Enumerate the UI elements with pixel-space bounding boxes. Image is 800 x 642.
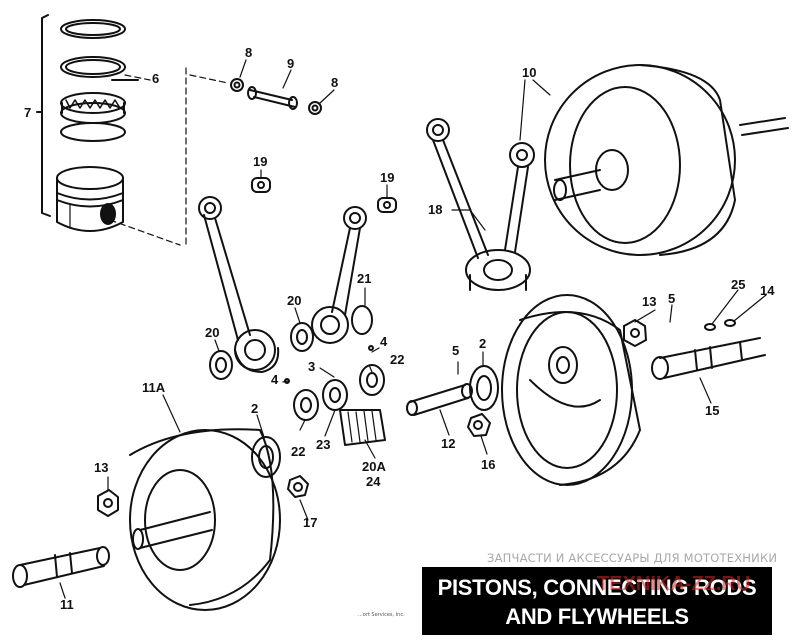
callout-2b: 2	[479, 336, 487, 351]
callout-15: 15	[705, 403, 720, 418]
piston	[56, 166, 124, 232]
crank-pin-12	[406, 383, 473, 416]
washer-2-left	[251, 436, 281, 478]
callout-20b: 20	[287, 293, 302, 308]
callout-6: 6	[152, 71, 160, 86]
connecting-rod-assembly-18	[426, 118, 535, 291]
callout-22a: 22	[291, 444, 306, 459]
piston-rings	[60, 19, 126, 142]
callout-10: 10	[522, 65, 537, 80]
washer-20-mid	[290, 322, 314, 352]
connecting-rod-left	[198, 196, 280, 373]
callout-20a: 20	[205, 325, 220, 340]
title-line-1: PISTONS, CONNECTING RODS	[437, 575, 757, 600]
bushing-19-right	[377, 197, 397, 213]
key-14	[724, 319, 736, 327]
callout-20A: 20A	[362, 459, 386, 474]
callout-11: 11	[60, 597, 74, 612]
store-watermark: ЗАПЧАСТИ И АКСЕССУАРЫ ДЛЯ МОТОТЕХНИКИ	[487, 551, 778, 565]
nut-16	[467, 413, 491, 437]
wrist-pin	[189, 74, 322, 115]
nut-13-left	[97, 489, 119, 517]
callout-13a: 13	[94, 460, 109, 475]
key-25	[704, 323, 716, 331]
callout-16: 16	[481, 457, 496, 472]
connecting-rod-right	[311, 206, 373, 344]
callout-8a: 8	[245, 45, 253, 60]
site-watermark-overlay: TEXNIKA-ZZ.RU	[597, 573, 751, 595]
right-shaft-15	[651, 337, 766, 380]
nut-17	[287, 475, 309, 498]
copyright-note: ...ort Services, Inc.	[358, 612, 405, 618]
callout-22b: 22	[390, 352, 405, 367]
callout-2a: 2	[251, 401, 259, 416]
bushing-19-left	[251, 177, 271, 193]
callout-12: 12	[441, 436, 456, 451]
callout-14: 14	[760, 283, 775, 298]
callout-5b: 5	[668, 291, 676, 306]
flywheel-center	[501, 294, 641, 486]
callout-13b: 13	[642, 294, 657, 309]
title-line-2: AND FLYWHEELS	[505, 604, 689, 629]
callout-19a: 19	[253, 154, 268, 169]
callout-5a: 5	[452, 343, 460, 358]
callout-24: 24	[366, 474, 381, 489]
roller-bearings	[284, 345, 386, 446]
nut-13-right	[623, 319, 647, 347]
callout-18: 18	[428, 202, 443, 217]
callout-19b: 19	[380, 170, 395, 185]
callout-25: 25	[731, 277, 746, 292]
washer-20-left	[209, 350, 233, 380]
washer-2-right	[469, 365, 499, 411]
callout-8b: 8	[331, 75, 339, 90]
leader-lines	[59, 59, 767, 599]
flywheel-left	[129, 428, 281, 611]
callout-11A: 11A	[142, 380, 166, 395]
callout-21: 21	[357, 271, 372, 286]
callout-7: 7	[24, 105, 32, 120]
left-shaft-11	[12, 546, 110, 588]
callout-4a: 4	[271, 372, 279, 387]
piston-leader-lines	[109, 67, 187, 246]
callout-23: 23	[316, 437, 331, 452]
callout-17: 17	[303, 515, 318, 530]
title-box: PISTONS, CONNECTING RODS AND FLYWHEELS	[422, 567, 772, 635]
callout-4b: 4	[380, 334, 388, 349]
callout-9: 9	[287, 56, 295, 71]
bracket-7	[36, 14, 51, 217]
callout-3: 3	[308, 359, 316, 374]
flywheel-right	[544, 64, 789, 256]
